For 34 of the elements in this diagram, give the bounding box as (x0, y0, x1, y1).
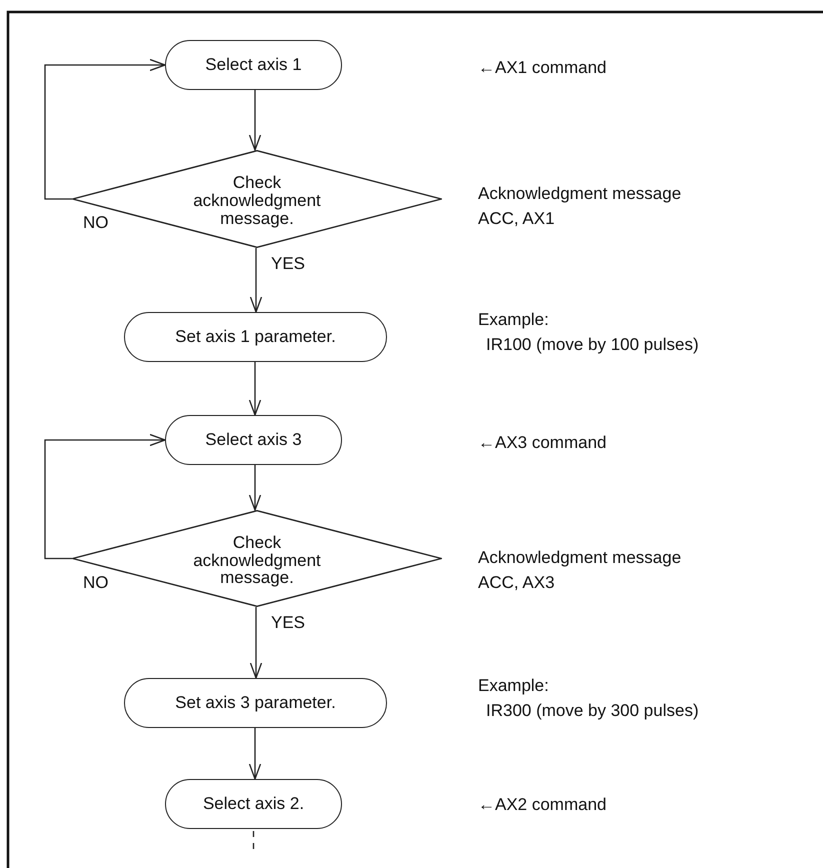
annotation-text: Acknowledgment message (478, 547, 682, 569)
node-text: Set axis 3 parameter. (175, 694, 336, 712)
annotation-text: Example: (478, 675, 549, 697)
arrow (248, 465, 262, 511)
annotation-text: ←AX1 command (478, 57, 606, 79)
arrow (250, 607, 262, 679)
arrow (248, 90, 262, 151)
terminator-box (124, 312, 387, 362)
annotation-text: ACC, AX1 (478, 208, 555, 230)
terminator-box (124, 678, 387, 728)
annotation-text: Acknowledgment message (478, 183, 682, 205)
arrow (248, 728, 262, 780)
terminator-box (165, 40, 342, 90)
annotation-text: IR100 (move by 100 pulses) (486, 334, 699, 356)
annotation-text: ←AX3 command (478, 432, 606, 454)
arrow (248, 362, 262, 416)
annotation-text: ACC, AX3 (478, 572, 555, 594)
dashed-line (252, 831, 254, 851)
node-text: Set axis 1 parameter. (175, 328, 336, 346)
node-text: Select axis 2. (202, 795, 304, 813)
node-text: Check acknowledgment message. (192, 532, 322, 588)
arrow (44, 58, 166, 200)
arrow (44, 434, 166, 560)
node-text: Select axis 1 (205, 56, 302, 74)
decision-diamond (72, 510, 442, 607)
node-text: Select axis 3 (205, 431, 302, 449)
annotation-text: IR300 (move by 300 pulses) (486, 700, 699, 722)
decision-diamond (72, 150, 442, 248)
terminator-box (165, 779, 342, 829)
terminator-box (165, 415, 342, 465)
arrow (250, 248, 262, 313)
annotation-text: Example: (478, 309, 549, 331)
node-text: Check acknowledgment message. (192, 172, 322, 228)
annotation-text: ←AX2 command (478, 794, 606, 816)
